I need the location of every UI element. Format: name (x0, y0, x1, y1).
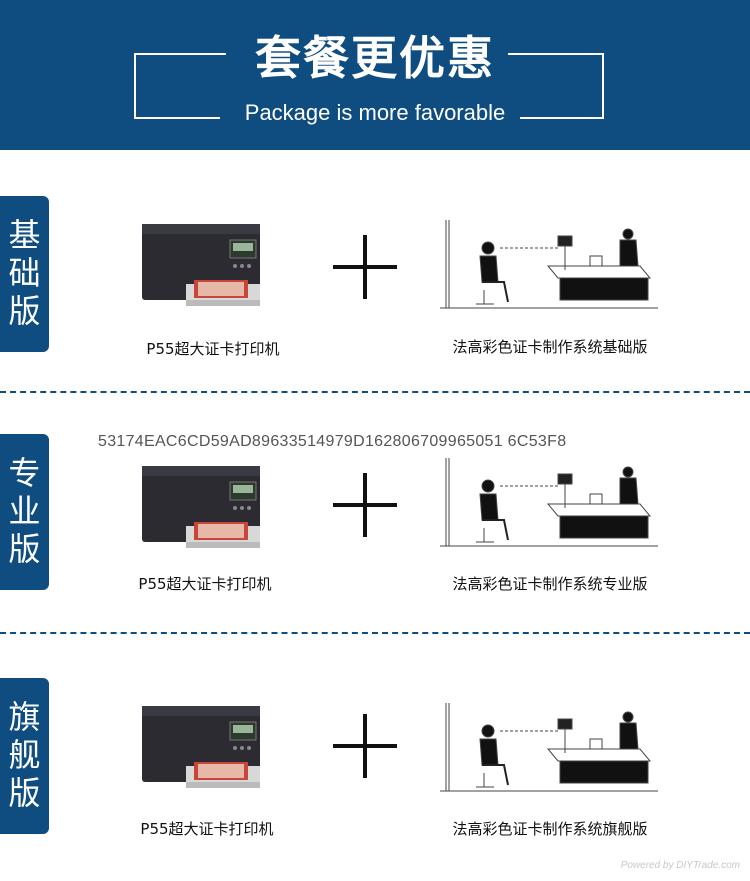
system-caption: 法高彩色证卡制作系统专业版 (452, 575, 648, 593)
plus-icon (333, 473, 397, 537)
watermark: Powered by DIYTrade.com (620, 860, 740, 871)
section-divider (0, 632, 750, 634)
printer-image (141, 223, 261, 307)
page-subtitle: Package is more favorable (244, 100, 506, 125)
printer-caption: P55超大证卡打印机 (140, 820, 274, 838)
printer-caption: P55超大证卡打印机 (138, 575, 272, 593)
frame-line (520, 117, 604, 119)
plus-icon (333, 714, 397, 778)
tab-basic[interactable]: 基础版 (0, 196, 49, 352)
frame-line (134, 53, 136, 118)
system-diagram-image (440, 220, 658, 309)
tab-label: 专业版 (8, 454, 41, 568)
plus-icon (333, 235, 397, 299)
tab-professional[interactable]: 专业版 (0, 434, 49, 590)
section-divider (0, 391, 750, 393)
printer-image (141, 705, 261, 789)
page-title: 套餐更优惠 (255, 31, 495, 85)
system-diagram-image (440, 458, 658, 547)
printer-caption: P55超大证卡打印机 (146, 340, 280, 358)
frame-line (134, 117, 220, 119)
system-caption: 法高彩色证卡制作系统基础版 (452, 338, 648, 356)
frame-line (508, 53, 604, 55)
tab-label: 旗舰版 (8, 698, 41, 812)
frame-line (602, 53, 604, 118)
frame-line (134, 53, 226, 55)
hash-text: 53174EAC6CD59AD89633514979D1628067099650… (98, 433, 567, 450)
system-diagram-image (440, 703, 658, 792)
header-banner: 套餐更优惠 Package is more favorable (0, 0, 750, 150)
printer-image (141, 465, 261, 549)
system-caption: 法高彩色证卡制作系统旗舰版 (452, 820, 648, 838)
tab-label: 基础版 (8, 216, 41, 330)
tab-flagship[interactable]: 旗舰版 (0, 678, 49, 834)
